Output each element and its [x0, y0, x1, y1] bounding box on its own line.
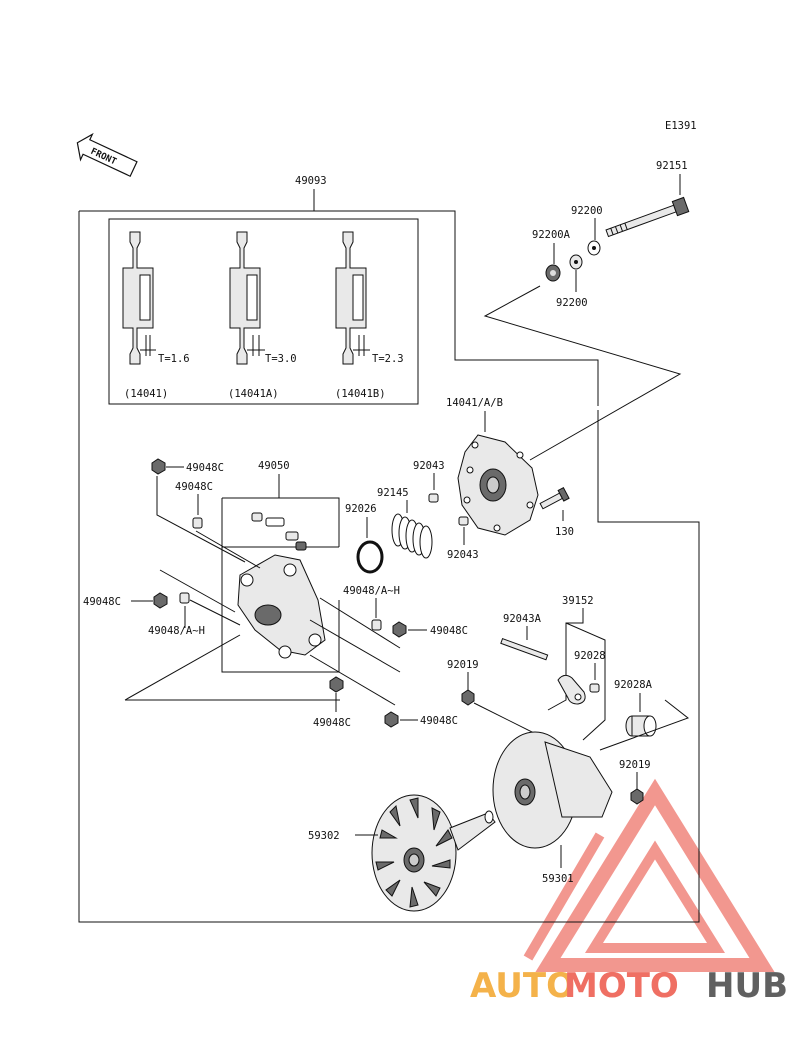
label-92028: 92028 — [574, 650, 606, 662]
watermark-moto: MOTO — [564, 966, 679, 1006]
kit-label: 49093 — [295, 175, 327, 187]
fixed-sheave-59302 — [371, 794, 496, 912]
label-92043-upper: 92043 — [413, 460, 445, 472]
roller-arm-39152 — [557, 674, 586, 705]
pin-92043-lower — [458, 516, 469, 526]
pin-92043-upper — [428, 493, 439, 503]
label-92145: 92145 — [377, 487, 409, 499]
watermark-logo — [523, 778, 775, 972]
weight-49050 — [237, 554, 326, 659]
front-arrow-icon: FRONT — [76, 132, 138, 178]
nut-92019-left — [461, 689, 475, 706]
spacer-inset-box — [108, 218, 419, 405]
bolt-130 — [539, 486, 570, 510]
bolt-92151 — [605, 196, 690, 238]
label-49048ah-right: 49048/A~H — [343, 585, 400, 597]
label-92200-top: 92200 — [571, 205, 603, 217]
label-92043a: 92043A — [503, 613, 542, 625]
label-49048c-mid-right: 49048C — [430, 625, 468, 637]
watermark-auto: AUTO — [470, 966, 575, 1006]
inset-code-3: (14041B) — [335, 388, 386, 400]
watermark-text: AUTO MOTO HUB — [470, 966, 788, 1006]
bushing-92028 — [589, 683, 600, 693]
watermark-hub: HUB — [706, 966, 788, 1006]
inset-code-2: (14041A) — [228, 388, 279, 400]
spacer-plate-14041b — [335, 231, 370, 365]
thickness-label-1: T=1.6 — [158, 353, 190, 365]
label-59301: 59301 — [542, 873, 574, 885]
label-130: 130 — [555, 526, 574, 538]
label-92019-left: 92019 — [447, 659, 479, 671]
spacer-plate-14041a — [229, 231, 265, 365]
nut-49048c-top — [151, 458, 166, 475]
ring-92026 — [356, 540, 384, 574]
label-92200-bottom: 92200 — [556, 297, 588, 309]
nut-49048c-bottom-left — [329, 676, 344, 693]
pin-92043a — [500, 637, 549, 661]
label-14041ab: 14041/A/B — [446, 397, 503, 409]
bolt-49048c-second — [192, 517, 203, 529]
label-92200a: 92200A — [532, 229, 571, 241]
label-49048ah-left: 49048/A~H — [148, 625, 205, 637]
thickness-label-2: T=3.0 — [265, 353, 297, 365]
label-39152: 39152 — [562, 595, 594, 607]
label-49048c-second: 49048C — [175, 481, 213, 493]
nut-49048c-mid-right — [392, 621, 407, 638]
spacer-plate-14041 — [122, 231, 156, 365]
label-49048c-bottom-left: 49048C — [313, 717, 351, 729]
spring-92145 — [391, 513, 433, 559]
spider-14041 — [457, 434, 539, 536]
nut-49048c-bottom-right — [384, 711, 399, 728]
diagram-code: E1391 — [665, 120, 697, 132]
label-92019-right: 92019 — [619, 759, 651, 771]
nut-49048c-left — [153, 592, 168, 609]
label-92151: 92151 — [656, 160, 688, 172]
label-49050: 49050 — [258, 460, 290, 472]
bolt-49048ah-right — [371, 619, 382, 631]
weight-pin-set — [251, 512, 307, 551]
label-49048c-bottom-right: 49048C — [420, 715, 458, 727]
bushing-92028a — [625, 715, 657, 737]
inset-code-1: (14041) — [124, 388, 168, 400]
bolt-49048ah-left — [179, 592, 190, 604]
sheave-59301 — [492, 731, 613, 849]
label-92043-lower: 92043 — [447, 549, 479, 561]
label-92028a: 92028A — [614, 679, 653, 691]
thickness-label-3: T=2.3 — [372, 353, 404, 365]
label-49048c-top: 49048C — [186, 462, 224, 474]
label-59302: 59302 — [308, 830, 340, 842]
label-92026: 92026 — [345, 503, 377, 515]
label-49048c-left: 49048C — [83, 596, 121, 608]
nut-92019-right — [630, 788, 644, 805]
